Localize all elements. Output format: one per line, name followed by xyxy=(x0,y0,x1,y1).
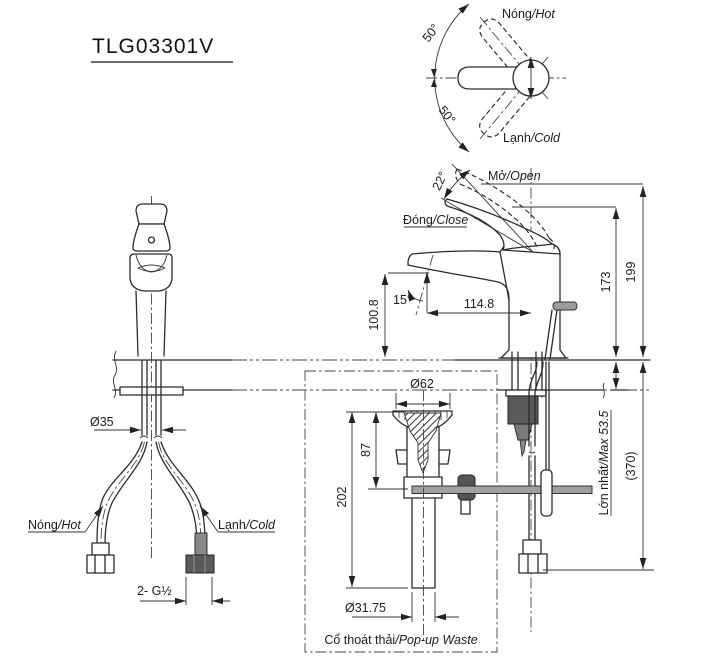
hose-nut-side xyxy=(518,553,548,574)
spout-height-dim: 100.8 xyxy=(367,299,381,330)
hot-collar xyxy=(91,542,110,556)
handle-open-dashed xyxy=(456,168,550,239)
cold-collar xyxy=(194,532,208,556)
drawing-title: TLG03301V xyxy=(91,35,233,63)
angle-upper-label: 50° xyxy=(420,21,443,45)
rod-clamp xyxy=(540,469,553,517)
cold-label-front: Lạnh/Cold xyxy=(218,518,276,532)
max-counter-dim: Lớn nhất/Max 53.5 xyxy=(597,411,611,516)
total-length-dim: 202 xyxy=(335,487,349,508)
counter-break-right xyxy=(602,382,605,399)
hot-label-front: Nóng/Hot xyxy=(28,518,81,532)
hot-label-top-view: Nóng/Hot xyxy=(502,7,555,21)
side-view-faucet: 22° Mở/Open Đóng/Close 15° 100.8 114.8 1… xyxy=(367,163,647,632)
mounting-flange-front xyxy=(119,386,184,396)
hose-collar-side xyxy=(522,539,542,555)
popup-rod xyxy=(411,485,593,494)
popup-waste-caption: Cổ thoát thải/Pop-up Waste xyxy=(324,633,477,647)
flange-dia-dim: Ø62 xyxy=(410,377,434,391)
thread-size-dim: 2- G½ xyxy=(137,584,172,598)
rotation-arc xyxy=(434,3,470,153)
cold-label-top-view: Lạnh/Cold xyxy=(503,131,561,145)
height-open-dim: 199 xyxy=(624,262,638,283)
detail-box-border xyxy=(304,370,498,653)
height-closed-dim: 173 xyxy=(599,272,613,293)
open-label: Mở/Open xyxy=(488,169,541,183)
tail-dia-dim: Ø31.75 xyxy=(345,601,386,615)
countertop xyxy=(112,350,651,399)
spout-reach-dim: 114.8 xyxy=(464,297,494,311)
lift-rod-knob xyxy=(552,301,578,311)
spout-angle-label: 15° xyxy=(393,293,412,307)
top-view-handle-rotation: 50° 50° Nóng/Hot Lạnh/Cold xyxy=(420,3,566,153)
cold-hose xyxy=(160,441,206,544)
close-label: Đóng/Close xyxy=(403,213,468,227)
base-dia-dim: Ø35 xyxy=(90,415,114,429)
handle-cold-position xyxy=(479,18,538,84)
handle-knob-front xyxy=(135,203,168,225)
hot-connector-nut xyxy=(86,554,115,574)
handle-hot-position xyxy=(479,72,538,138)
handle-angle-label: 22° xyxy=(430,169,451,192)
handle-dot xyxy=(147,236,156,244)
mounting-nut xyxy=(507,395,539,425)
handle-closed xyxy=(444,198,561,255)
cold-connector-nut xyxy=(185,554,215,574)
hot-hose xyxy=(96,441,143,546)
popup-waste-detail: Ø62 87 xyxy=(304,370,593,653)
ref-depth-dim: (370) xyxy=(624,451,638,480)
spout-front xyxy=(129,253,173,292)
drain-stopper xyxy=(403,412,442,475)
mounting-washer xyxy=(505,389,547,397)
side-view-under-counter: Lớn nhất/Max 53.5 (370) xyxy=(505,351,654,574)
model-number: TLG03301V xyxy=(92,35,214,58)
front-view-faucet: Ø35 Nóng/Hot Lạnh/Cold 2- G½ xyxy=(28,196,276,605)
plug-depth-dim: 87 xyxy=(359,443,373,457)
counter-break-left xyxy=(112,350,118,399)
